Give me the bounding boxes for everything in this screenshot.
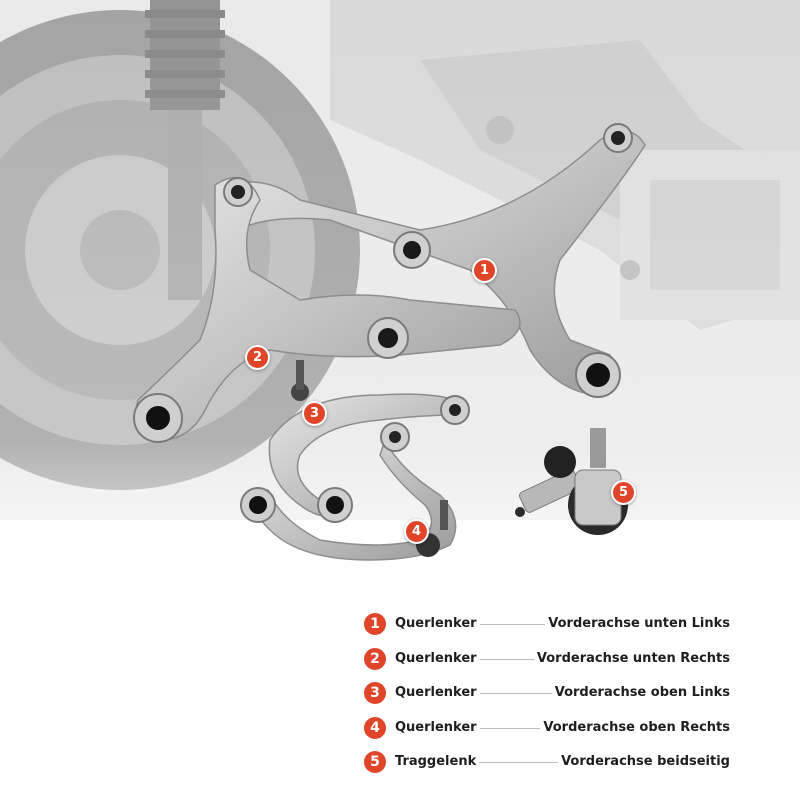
divider-line xyxy=(464,727,584,729)
part-position: Vorderachse unten Rechts xyxy=(533,650,730,666)
divider-line xyxy=(464,624,584,625)
divider-line xyxy=(464,658,584,660)
part-badge-3: 3 xyxy=(302,401,327,426)
control-arm-4 xyxy=(240,422,457,561)
part-badge-1: 1 xyxy=(472,258,497,283)
part-name: Querlenker xyxy=(395,650,480,666)
divider-line xyxy=(464,762,584,763)
part-name: Querlenker xyxy=(395,616,480,631)
parts-legend: 1 Querlenker Vorderachse unten Links 2 Q… xyxy=(364,610,734,783)
part-position: Vorderachse unten Links xyxy=(545,616,730,631)
control-arm-1 xyxy=(213,123,646,398)
part-name: Traggelenk xyxy=(395,754,480,769)
ball-joint-5 xyxy=(518,428,628,535)
legend-row: 5 Traggelenk Vorderachse beidseitig xyxy=(364,748,734,783)
part-badge-5: 5 xyxy=(611,480,636,505)
legend-number: 1 xyxy=(364,613,386,635)
part-position: Vorderachse oben Links xyxy=(551,685,730,700)
legend-number: 3 xyxy=(364,682,386,704)
legend-row: 1 Querlenker Vorderachse unten Links xyxy=(364,610,734,645)
legend-number: 2 xyxy=(364,647,386,670)
legend-number: 4 xyxy=(364,716,386,739)
legend-row: 2 Querlenker Vorderachse unten Rechts xyxy=(364,645,734,680)
legend-row: 3 Querlenker Vorderachse oben Links xyxy=(364,679,734,714)
legend-number: 5 xyxy=(364,751,386,773)
part-badge-4: 4 xyxy=(404,519,429,544)
legend-row: 4 Querlenker Vorderachse oben Rechts xyxy=(364,714,734,749)
part-name: Querlenker xyxy=(395,685,480,700)
part-badge-2: 2 xyxy=(245,345,270,370)
part-position: Vorderachse beidseitig xyxy=(558,754,730,769)
control-arm-2 xyxy=(133,177,521,443)
divider-line xyxy=(464,693,584,694)
part-name: Querlenker xyxy=(395,719,480,735)
part-position: Vorderachse oben Rechts xyxy=(540,719,730,735)
